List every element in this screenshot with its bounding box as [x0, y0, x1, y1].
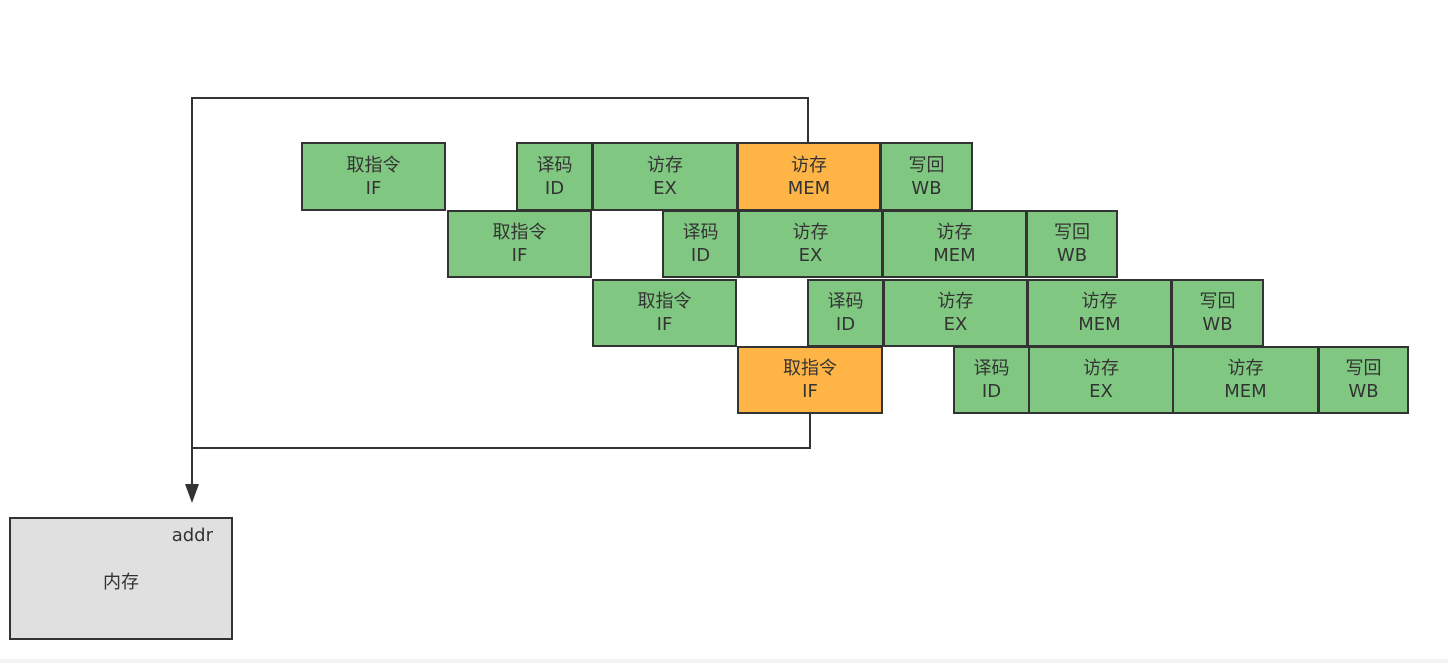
stage-cn-label: 访存 — [936, 222, 973, 243]
stage-en-label: IF — [365, 177, 382, 199]
memory-block: addr 内存 — [9, 517, 233, 640]
stage-cn-label: 写回 — [1054, 222, 1090, 243]
stage-en-label: ID — [544, 177, 565, 199]
connector-line — [191, 97, 809, 485]
stage-en-label: WB — [1348, 381, 1379, 402]
stage-en-label: EX — [943, 314, 968, 335]
stage-en-label: IF — [802, 381, 818, 402]
stage-cn-label: 访存 — [647, 154, 683, 176]
stage-en-label: IF — [511, 245, 528, 266]
stage-cn-label: 访存 — [792, 222, 829, 243]
stage-cn-label: 访存 — [1083, 358, 1119, 379]
stage-cn-label: 译码 — [973, 358, 1010, 379]
stage-en-label: MEM — [933, 245, 976, 266]
memory-addr-port: addr — [171, 525, 213, 546]
stage-cn-label: 译码 — [682, 222, 719, 243]
stage-en-label: WB — [1202, 314, 1233, 335]
stage-cn-label: 取指令 — [783, 358, 837, 379]
stage-en-label: EX — [798, 245, 823, 266]
stage-en-label: MEM — [787, 177, 831, 199]
stage-cn-label: 取指令 — [637, 291, 692, 312]
stage-cn-label: 写回 — [1345, 358, 1382, 379]
stage-en-label: EX — [653, 177, 677, 199]
stage-en-label: MEM — [1224, 381, 1267, 402]
stage-cn-label: 访存 — [791, 154, 827, 176]
arrow-head-icon — [185, 484, 199, 503]
memory-label: 内存 — [103, 572, 139, 593]
stage-cn-label: 取指令 — [346, 154, 401, 176]
page-divider — [0, 659, 1448, 663]
stage-en-label: IF — [656, 314, 673, 335]
stage-en-label: WB — [1056, 245, 1088, 266]
stage-cn-label: 访存 — [1227, 358, 1264, 379]
stage-en-label: ID — [690, 245, 711, 266]
stage-en-label: MEM — [1078, 314, 1121, 335]
stage-en-label: WB — [911, 177, 942, 199]
stage-cn-label: 写回 — [1199, 291, 1236, 312]
stage-cn-label: 写回 — [908, 154, 945, 176]
stage-cn-label: 取指令 — [492, 222, 547, 243]
stage-cn-label: 译码 — [827, 291, 864, 312]
stage-en-label: ID — [981, 381, 1002, 402]
stage-en-label: EX — [1089, 381, 1113, 402]
stage-cn-label: 访存 — [1081, 291, 1118, 312]
stage-cn-label: 访存 — [937, 291, 974, 312]
stage-en-label: ID — [835, 314, 856, 335]
connector-line — [192, 414, 811, 449]
stage-cn-label: 译码 — [536, 154, 573, 176]
